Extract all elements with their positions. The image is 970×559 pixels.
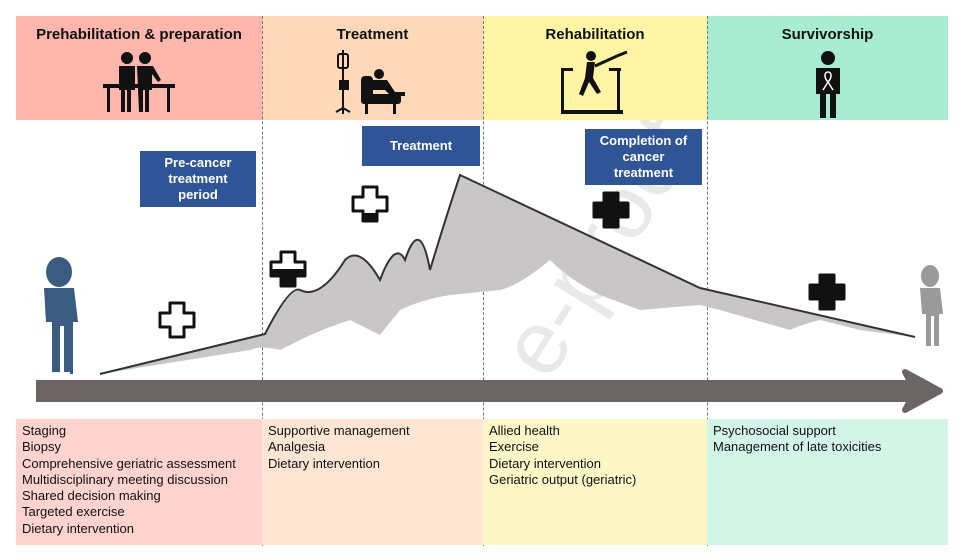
rehab-interventions: Allied health Exercise Dietary intervent… <box>483 419 707 545</box>
treatment-interventions: Supportive management Analgesia Dietary … <box>262 419 483 545</box>
pre-cancer-period-label: Pre-cancer treatment period <box>140 151 256 207</box>
health-trajectory-area <box>100 175 915 374</box>
list-item: Psychosocial support <box>713 423 836 438</box>
list-item: Allied health <box>489 423 560 438</box>
phase-title-treatment: Treatment <box>336 26 409 43</box>
list-item: Staging <box>22 423 67 438</box>
timeline-arrow-shaft <box>36 380 916 402</box>
survivorship-interventions: Psychosocial support Management of late … <box>707 419 948 545</box>
phase-title-rehabilitation: Rehabilitation <box>545 26 645 43</box>
prehab-interventions: Staging Biopsy Comprehensive geriatric a… <box>16 419 262 545</box>
health-trajectory-line <box>99 173 916 375</box>
health-cross-filled-icon <box>592 191 630 229</box>
list-item: Exercise <box>489 439 539 455</box>
label-line: treatment <box>613 165 674 180</box>
phase-divider <box>262 16 263 546</box>
cancer-ribbon-person-icon <box>815 51 840 118</box>
label-line: period <box>178 187 218 202</box>
phase-title-prehabilitation: Prehabilitation & preparation <box>36 26 242 43</box>
health-cross-half-icon <box>269 250 307 288</box>
timeline-arrow-head <box>902 369 943 413</box>
treadmill-exercise-icon <box>561 50 628 114</box>
label-line: treatment <box>168 171 228 186</box>
health-cross-filled-icon <box>808 273 846 311</box>
phase-rehabilitation: Rehabilitation <box>483 16 707 120</box>
completion-label: Completion of cancer treatment <box>585 129 702 185</box>
list-item: Dietary intervention <box>489 455 601 471</box>
list-item: Supportive management <box>268 423 410 438</box>
treatment-label: Treatment <box>362 126 480 166</box>
phase-divider <box>707 16 708 546</box>
older-patient-start-icon <box>44 257 78 374</box>
list-item: Biopsy <box>22 439 62 455</box>
health-cross-low-icon <box>351 185 389 223</box>
phase-treatment: Treatment <box>262 16 483 120</box>
label-line: Completion of <box>599 133 688 148</box>
phase-prehabilitation: Prehabilitation & preparation <box>16 16 262 120</box>
label-line: Pre-cancer <box>164 155 232 170</box>
list-item: Analgesia <box>268 439 326 455</box>
phase-title-survivorship: Survivorship <box>781 26 874 43</box>
list-item: Dietary intervention <box>268 455 380 471</box>
list-item: Dietary intervention <box>22 520 134 536</box>
health-cross-outline-icon <box>158 301 196 339</box>
list-item: Management of late toxicities <box>713 439 882 455</box>
list-item: Shared decision making <box>22 488 161 504</box>
list-item: Multidisciplinary meeting discussion <box>22 471 228 487</box>
chemotherapy-chair-icon <box>335 50 405 114</box>
label-line: cancer <box>622 149 665 164</box>
list-item: Geriatric output (geriatric) <box>489 471 637 487</box>
older-patient-end-icon <box>920 265 943 346</box>
list-item: Targeted exercise <box>22 504 125 520</box>
label-line: Treatment <box>389 138 453 153</box>
list-item: Comprehensive geriatric assessment <box>22 455 236 471</box>
patient-with-doctor-icon <box>103 52 175 112</box>
phase-survivorship: Survivorship <box>707 16 948 120</box>
